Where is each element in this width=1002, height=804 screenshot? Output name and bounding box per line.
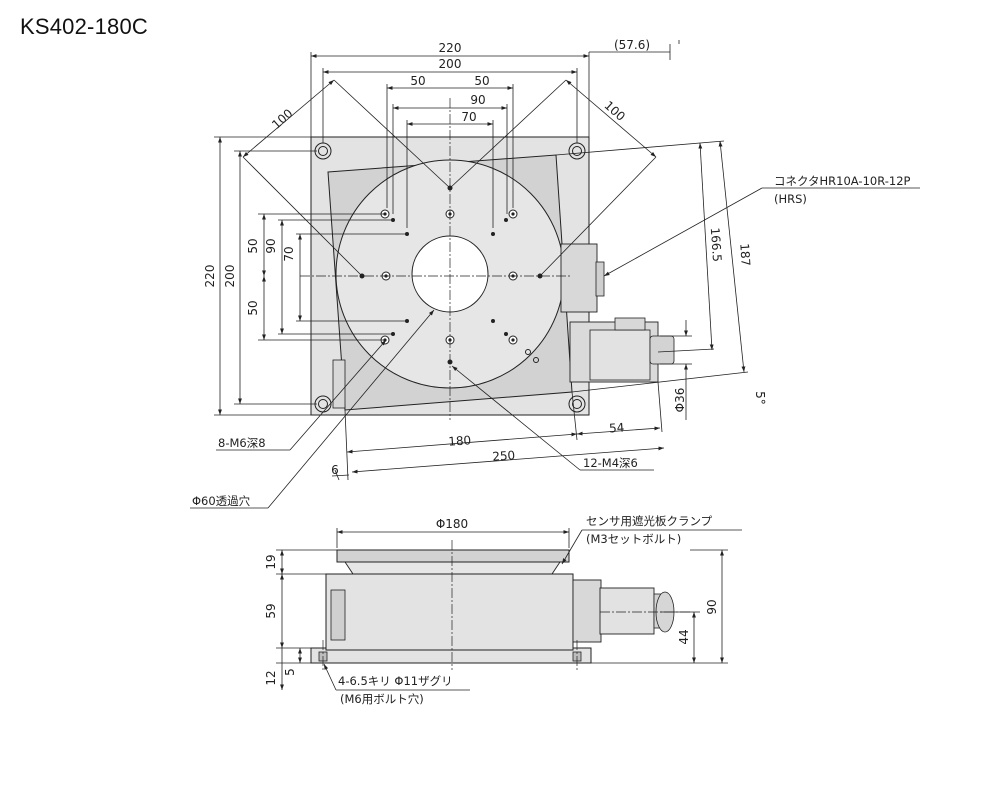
side-body xyxy=(325,573,574,651)
dim-220-left: 220 xyxy=(203,265,217,288)
side-bearing xyxy=(344,561,561,575)
m6-tapped-label: 8-M6深8 xyxy=(218,436,266,450)
dim-180-bottom: 180 xyxy=(448,433,472,449)
side-top-table xyxy=(336,549,570,563)
side-dimensions xyxy=(276,528,728,690)
left-dimensions xyxy=(214,136,407,416)
through-hole-label: Φ60透過穴 xyxy=(192,494,251,508)
drawing-title: KS402-180C xyxy=(20,14,148,39)
side-view: Φ180 19 59 12 5 44 90 センサ用遮光板クランプ (M3セット… xyxy=(264,514,742,706)
connector-maker-label: (HRS) xyxy=(774,192,807,206)
dim-200-top: 200 xyxy=(439,57,462,71)
mount-holes-label: 4-6.5キリ Φ11ザグリ xyxy=(338,674,453,688)
side-motor-flange xyxy=(572,579,602,643)
dim-220-top: 220 xyxy=(439,41,462,55)
dim-phi36: Φ36 xyxy=(673,388,687,413)
dim-57-6: (57.6) xyxy=(614,38,650,52)
side-dim-90: 90 xyxy=(705,599,719,614)
mount-bolt-label: (M6用ボルト穴) xyxy=(340,692,424,706)
side-dim-phi180: Φ180 xyxy=(436,517,468,531)
left-bracket xyxy=(332,359,346,409)
dim-50-right: 50 xyxy=(474,74,489,88)
dim-100-left: 100 xyxy=(269,106,295,132)
side-dim-44: 44 xyxy=(677,629,691,644)
side-motor xyxy=(599,587,655,635)
side-dim-5: 5 xyxy=(283,668,297,676)
motor-bracket xyxy=(614,317,646,331)
dim-187: 187 xyxy=(737,243,753,267)
dim-90-top: 90 xyxy=(470,93,485,107)
connector-label: コネクタHR10A-10R-12P xyxy=(774,174,911,188)
motor-knob xyxy=(649,335,675,365)
dim-50-left-upper: 50 xyxy=(246,238,260,253)
callout-leaders xyxy=(190,187,920,509)
right-dimensions xyxy=(555,140,749,420)
dim-50-left-lower: 50 xyxy=(246,300,260,315)
dim-5deg: 5° xyxy=(753,391,767,405)
side-dim-12: 12 xyxy=(264,670,278,685)
m4-tapped-label: 12-M4深6 xyxy=(583,456,638,470)
dim-54: 54 xyxy=(609,420,625,435)
dim-70-top: 70 xyxy=(461,110,476,124)
dim-100-right: 100 xyxy=(601,98,627,124)
side-dim-59: 59 xyxy=(264,603,278,618)
connector-body xyxy=(595,261,605,297)
clamp-label: センサ用遮光板クランプ xyxy=(586,514,713,528)
dim-200-left: 200 xyxy=(223,265,237,288)
dim-70-left: 70 xyxy=(282,246,296,261)
top-view: 220 200 (57.6) 50 50 90 70 100 100 2 xyxy=(190,38,920,509)
dim-90-left: 90 xyxy=(264,238,278,253)
dim-50-left: 50 xyxy=(410,74,425,88)
bottom-dimensions xyxy=(331,381,665,481)
motor xyxy=(589,329,651,381)
connector-housing xyxy=(560,243,598,313)
side-dim-19: 19 xyxy=(264,554,278,569)
side-callout-leaders xyxy=(323,529,742,691)
dim-166-5: 166.5 xyxy=(708,227,724,262)
dim-6: 6 xyxy=(331,463,339,477)
dim-250: 250 xyxy=(492,448,516,464)
clamp-bolt-label: (M3セットボルト) xyxy=(586,532,681,546)
top-dimensions xyxy=(242,40,680,277)
side-left-bracket xyxy=(330,589,346,641)
